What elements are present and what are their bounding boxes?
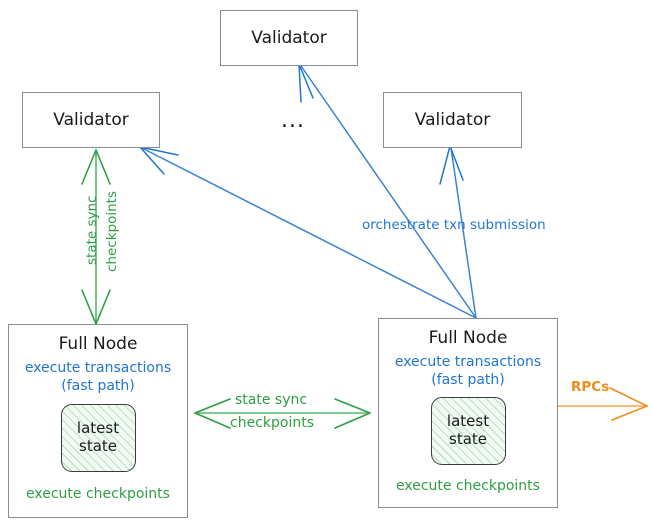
fullnode-statesync-label-line2: checkpoints bbox=[230, 415, 314, 431]
validator-right-label: Validator bbox=[414, 110, 491, 130]
edge-rpcs bbox=[558, 387, 648, 421]
fullnode-right-box[interactable]: Full Node execute transactions (fast pat… bbox=[378, 318, 558, 508]
validator-right-box[interactable]: Validator bbox=[383, 92, 522, 148]
fullnode-right-latest-state-box: latest state bbox=[430, 397, 506, 465]
fullnode-right-title: Full Node bbox=[428, 328, 508, 348]
fullnode-right-state-line1: latest bbox=[446, 412, 490, 431]
fullnode-right-execute-checkpoints: execute checkpoints bbox=[396, 478, 540, 494]
validators-ellipsis: ... bbox=[281, 108, 305, 133]
fullnode-left-title: Full Node bbox=[58, 334, 138, 354]
edge-fullnode-statesync bbox=[194, 398, 371, 429]
fullnode-left-execute-checkpoints: execute checkpoints bbox=[26, 486, 170, 502]
validator-statesync-label-line2: checkpoints bbox=[104, 191, 120, 272]
edge-orchestrate-to-validator-top bbox=[298, 63, 477, 319]
validator-left-label: Validator bbox=[53, 110, 129, 130]
edge-validator-statesync bbox=[81, 149, 111, 325]
fullnode-right-state-line2: state bbox=[449, 430, 487, 448]
fullnode-statesync-label-line1: state sync bbox=[235, 392, 308, 408]
edge-orchestrate-to-validator-right bbox=[439, 145, 477, 319]
fullnode-right-fast-path: (fast path) bbox=[431, 371, 505, 388]
validator-statesync-label-line1: state sync bbox=[84, 195, 100, 266]
orchestrate-txn-submission-label: orchestrate txn submission bbox=[362, 217, 546, 233]
fullnode-left-state-line1: latest bbox=[76, 419, 120, 438]
fullnode-left-state-line2: state bbox=[79, 437, 117, 455]
validator-top-box[interactable]: Validator bbox=[220, 10, 358, 66]
edge-orchestrate-to-validator-left bbox=[139, 146, 477, 319]
fullnode-left-fast-path: (fast path) bbox=[61, 377, 135, 394]
fullnode-left-exec-transactions: execute transactions bbox=[24, 360, 172, 376]
validator-left-box[interactable]: Validator bbox=[22, 92, 160, 148]
rpcs-label: RPCs bbox=[571, 379, 610, 395]
fullnode-left-latest-state-box: latest state bbox=[60, 404, 136, 472]
validator-top-label: Validator bbox=[251, 28, 327, 48]
fullnode-right-exec-transactions: execute transactions bbox=[394, 354, 542, 370]
fullnode-left-box[interactable]: Full Node execute transactions (fast pat… bbox=[8, 324, 188, 518]
